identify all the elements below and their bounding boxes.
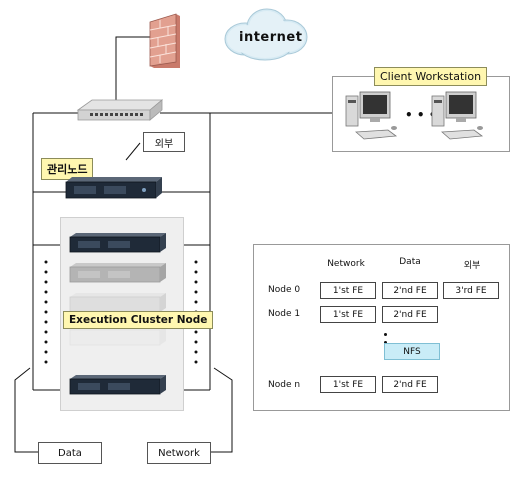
cell-node0-data: 2'nd FE	[382, 282, 438, 299]
external-callout: 외부	[143, 132, 185, 152]
workstation-icon	[345, 91, 398, 140]
management-server-icon	[65, 177, 162, 199]
execution-cluster-label: Execution Cluster Node	[63, 311, 214, 329]
column-header-data: Data	[399, 257, 421, 267]
cell-node0-network: 1'st FE	[320, 282, 376, 299]
column-header-external: 외부	[463, 261, 481, 271]
nfs-badge: NFS	[384, 343, 440, 360]
cell-noden-network: 1'st FE	[320, 376, 376, 393]
row-label-node0: Node 0	[268, 285, 301, 295]
cell-node0-external: 3'rd FE	[443, 282, 499, 299]
nic-table-panel	[253, 244, 510, 411]
client-workstation-label: Client Workstation	[374, 67, 488, 86]
firewall-icon	[149, 13, 180, 68]
cell-noden-data: 2'nd FE	[382, 376, 438, 393]
client-ellipsis: • • •	[405, 108, 437, 122]
cell-node1-network: 1'st FE	[320, 306, 376, 323]
column-header-network: Network	[327, 259, 365, 269]
cluster-server-icon	[69, 233, 166, 253]
network-switch-icon	[76, 99, 164, 121]
workstation-icon	[431, 91, 484, 140]
internet-cloud-icon	[224, 8, 308, 61]
public-network-box: Network	[147, 442, 211, 464]
row-label-noden: Node n	[268, 380, 301, 390]
cluster-server-icon	[69, 263, 166, 283]
management-node-label: 관리노드	[41, 158, 94, 180]
data-network-box: Data	[38, 442, 102, 464]
cluster-server-icon	[69, 375, 166, 395]
cluster-server-icon	[69, 326, 166, 346]
cell-node1-data: 2'nd FE	[382, 306, 438, 323]
internet-label: internet	[239, 30, 303, 45]
row-label-node1: Node 1	[268, 309, 301, 319]
